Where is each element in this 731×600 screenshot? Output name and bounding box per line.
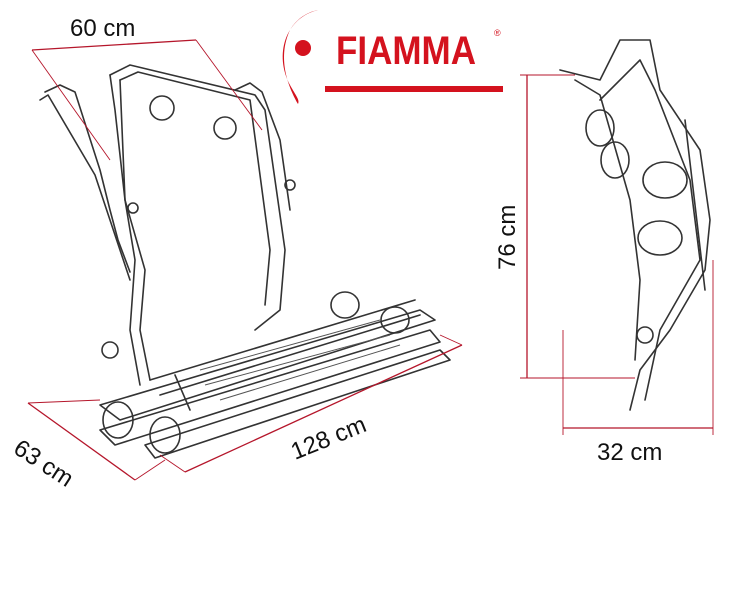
registered-mark: ® (494, 28, 501, 38)
dimension-label-height: 76 cm (494, 205, 521, 270)
fiamma-logo: FIAMMA ® (282, 10, 503, 104)
dimension-label-side-depth: 32 cm (597, 439, 662, 466)
dimension-128cm: 128 cm (159, 334, 463, 473)
logo-bar (325, 86, 503, 92)
dimension-label-width-top: 60 cm (70, 15, 135, 42)
dimension-label-depth: 63 cm (9, 434, 79, 492)
dimension-76cm: 76 cm (494, 74, 635, 379)
logo-text: FIAMMA (336, 29, 476, 73)
rack-side-view (559, 39, 711, 411)
dimension-32cm: 32 cm (562, 260, 714, 466)
dimension-60cm: 60 cm (31, 15, 263, 161)
rack-front-view (39, 64, 451, 459)
